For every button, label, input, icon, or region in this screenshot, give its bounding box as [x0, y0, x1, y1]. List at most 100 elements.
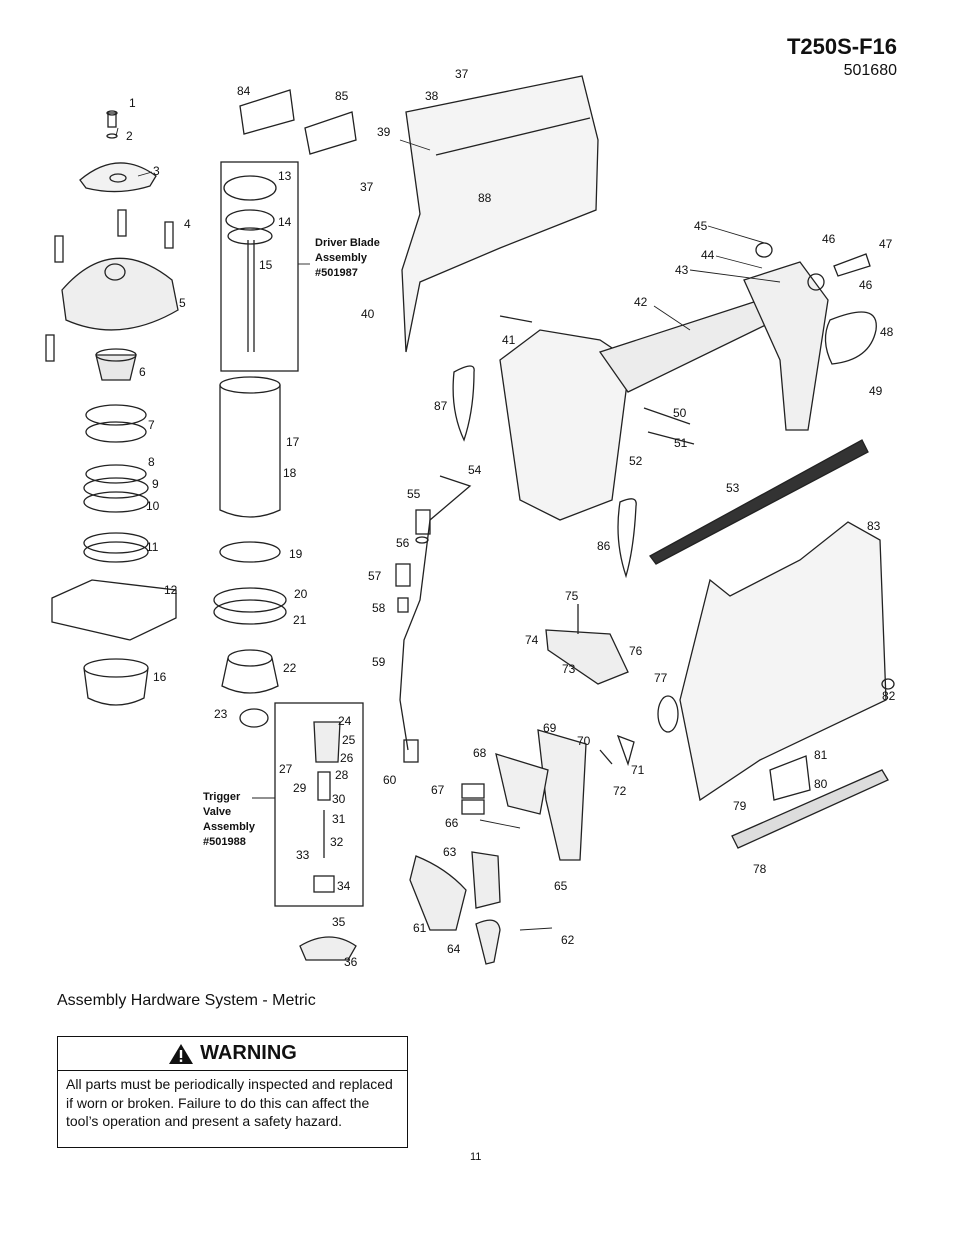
model-title: T250S-F16: [786, 34, 897, 59]
callout-number: 61: [413, 921, 427, 935]
exploded-parts-diagram: Driver Blade Assembly #501987 Trigger Va…: [45, 67, 896, 969]
callout-number: 67: [431, 783, 445, 797]
callout-number: 54: [468, 463, 482, 477]
callout-number: 55: [407, 487, 421, 501]
callout-number: 46: [859, 278, 873, 292]
callout-number: 27: [279, 762, 293, 776]
trigger-valve-label-line: Trigger: [203, 791, 241, 803]
warning-title: WARNING: [200, 1042, 297, 1064]
part-number: 501680: [843, 62, 897, 79]
driver-blade-label-line: #501987: [315, 267, 358, 279]
callout-number: 9: [152, 477, 159, 491]
callout-number: 51: [674, 436, 688, 450]
callout-number: 39: [377, 125, 391, 139]
callout-number: 45: [694, 219, 708, 233]
callout-number: 23: [214, 707, 228, 721]
callout-number: 4: [184, 217, 191, 231]
callout-number: 38: [425, 89, 439, 103]
callout-number: 24: [338, 714, 352, 728]
callout-number: 46: [822, 232, 836, 246]
warning-box: WARNING All parts must be periodically i…: [57, 1036, 408, 1148]
callout-number: 5: [179, 296, 186, 310]
callout-number: 64: [447, 942, 461, 956]
callout-number: 60: [383, 773, 397, 787]
warning-text: All parts must be periodically inspected…: [66, 1076, 393, 1129]
callout-number: 20: [294, 587, 308, 601]
callout-number: 47: [879, 237, 893, 251]
callout-number: 85: [335, 89, 349, 103]
callout-number: 17: [286, 435, 300, 449]
callout-number: 58: [372, 601, 386, 615]
callout-number: 57: [368, 569, 382, 583]
callout-number: 13: [278, 169, 292, 183]
callout-number: 75: [565, 589, 579, 603]
callout-number: 50: [673, 406, 687, 420]
callout-number: 15: [259, 258, 273, 272]
callout-number: 88: [478, 191, 492, 205]
warning-triangle-icon: [169, 1043, 194, 1064]
callout-number: 78: [753, 862, 767, 876]
callout-number: 65: [554, 879, 568, 893]
callout-number: 63: [443, 845, 457, 859]
callout-number: 18: [283, 466, 297, 480]
callout-number: 6: [139, 365, 146, 379]
callout-number: 19: [289, 547, 303, 561]
callout-number: 36: [344, 955, 358, 969]
callout-number: 16: [153, 670, 167, 684]
callout-number: 41: [502, 333, 516, 347]
callout-number: 80: [814, 777, 828, 791]
callout-number: 29: [293, 781, 307, 795]
callout-number: 14: [278, 215, 292, 229]
callout-number: 83: [867, 519, 881, 533]
callout-number: 28: [335, 768, 349, 782]
callout-number: 34: [337, 879, 351, 893]
callout-number: 32: [330, 835, 344, 849]
trigger-valve-label-line: Assembly: [203, 821, 256, 833]
callout-number: 44: [701, 248, 715, 262]
callout-number: 53: [726, 481, 740, 495]
trigger-valve-label-line: Valve: [203, 806, 231, 818]
callout-number: 22: [283, 661, 297, 675]
callout-number: 26: [340, 751, 354, 765]
callout-number: 86: [597, 539, 611, 553]
callout-number: 84: [237, 84, 251, 98]
callout-number: 48: [880, 325, 894, 339]
hardware-caption: Assembly Hardware System - Metric: [57, 992, 316, 1009]
callout-number: 37: [360, 180, 374, 194]
callout-number: 35: [332, 915, 346, 929]
trigger-valve-assembly-label: Trigger Valve Assembly #501988: [203, 791, 256, 848]
callout-number: 87: [434, 399, 448, 413]
callout-number: 69: [543, 721, 557, 735]
callout-number: 49: [869, 384, 883, 398]
callout-number: 79: [733, 799, 747, 813]
warning-header: WARNING: [58, 1037, 407, 1071]
callout-number: 21: [293, 613, 307, 627]
callout-number: 76: [629, 644, 643, 658]
callout-number: 8: [148, 455, 155, 469]
callout-number: 31: [332, 812, 346, 826]
callout-number: 30: [332, 792, 346, 806]
driver-blade-label-line: Driver Blade: [315, 237, 380, 249]
callout-number: 1: [129, 96, 136, 110]
callout-number: 66: [445, 816, 459, 830]
callout-number: 2: [126, 129, 133, 143]
callout-number: 62: [561, 933, 575, 947]
callout-number: 11: [146, 540, 159, 554]
callout-number: 71: [631, 763, 645, 777]
callout-number: 72: [613, 784, 627, 798]
callout-number: 3: [153, 164, 160, 178]
callout-number: 33: [296, 848, 310, 862]
callout-number: 70: [577, 734, 591, 748]
trigger-valve-label-line: #501988: [203, 836, 246, 848]
callout-number: 73: [562, 662, 576, 676]
callout-number: 43: [675, 263, 689, 277]
callout-number: 40: [361, 307, 375, 321]
callout-number: 52: [629, 454, 643, 468]
callout-number: 81: [814, 748, 828, 762]
callout-number: 59: [372, 655, 386, 669]
page-number: 11: [470, 1151, 482, 1163]
driver-blade-assembly-label: Driver Blade Assembly #501987: [315, 237, 380, 279]
callout-number: 82: [882, 689, 896, 703]
callout-number: 10: [146, 499, 160, 513]
callout-number: 68: [473, 746, 487, 760]
